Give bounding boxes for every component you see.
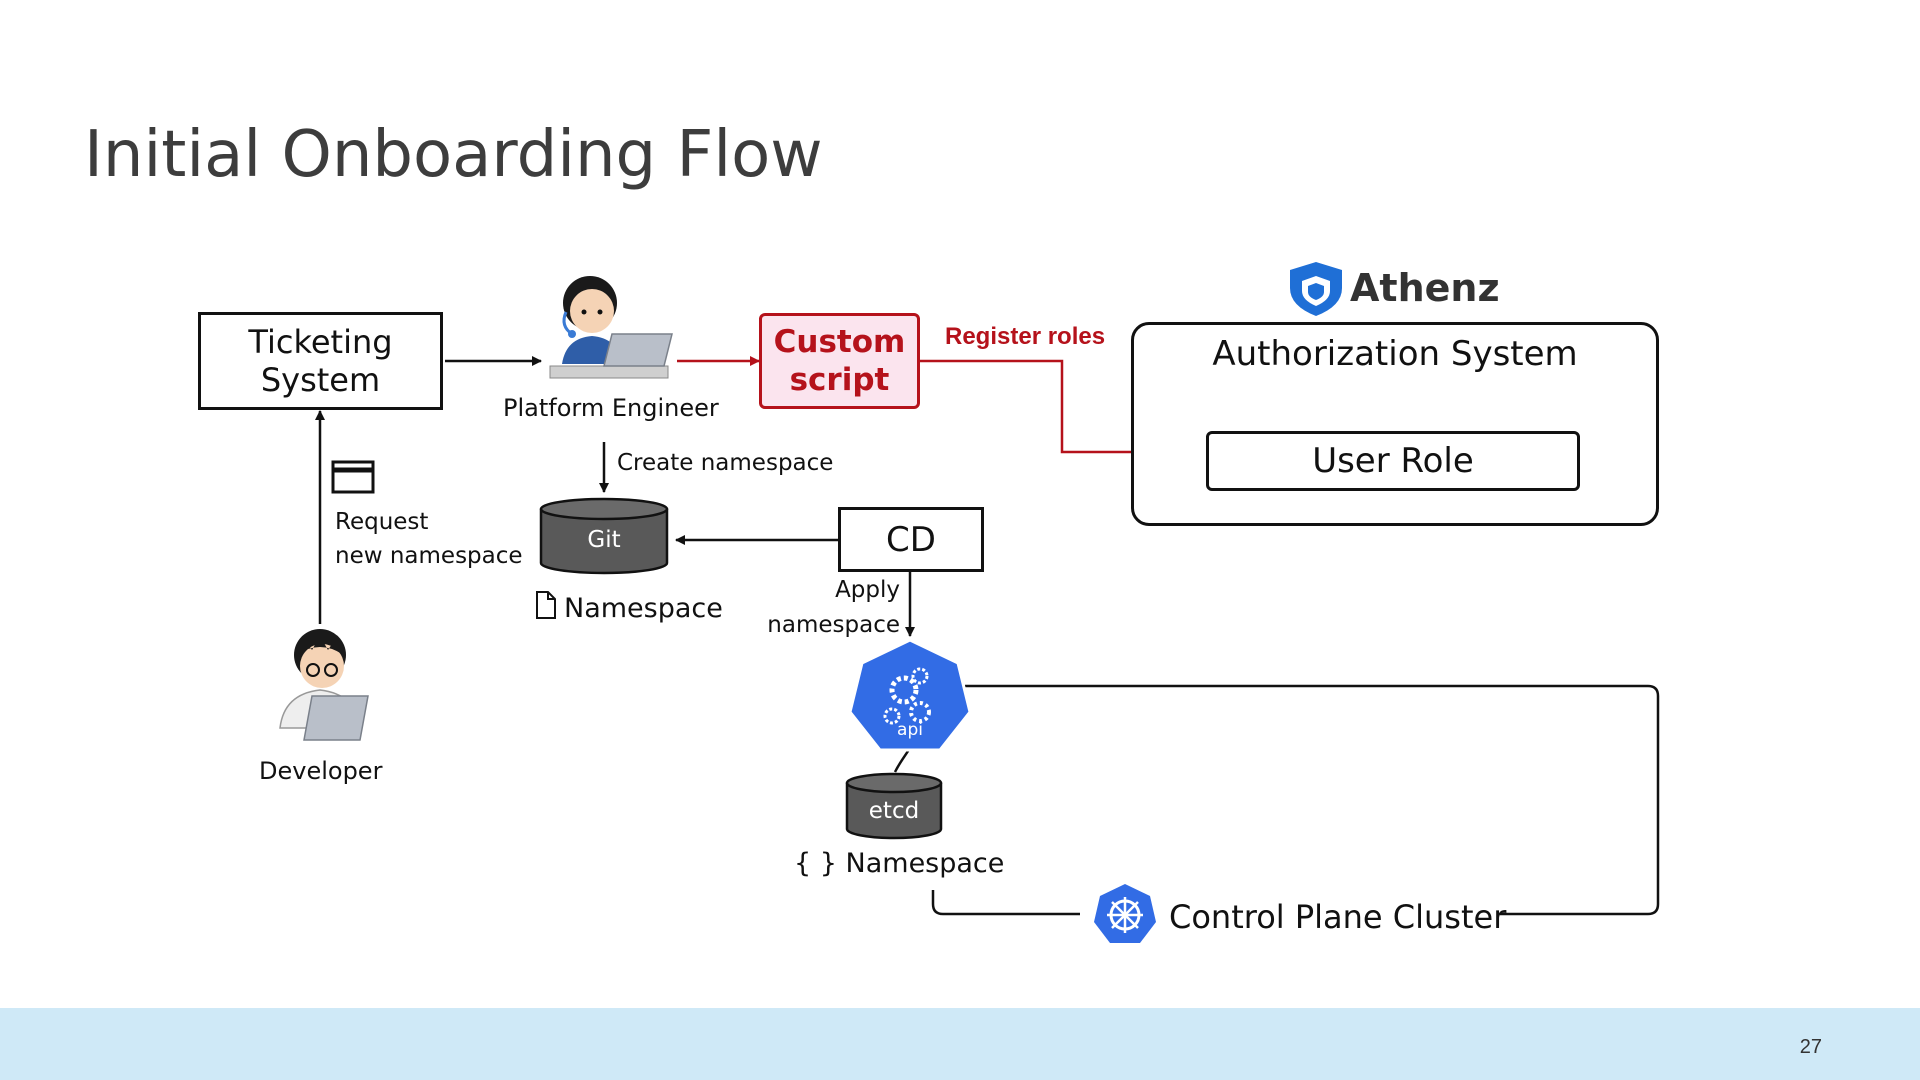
custom-script-box: Custom script (759, 313, 920, 409)
custom-script-label-line1: Custom (773, 324, 906, 360)
apply-label-line2: namespace (767, 612, 900, 638)
developer-avatar (279, 629, 369, 741)
ticketing-label-line2: System (260, 361, 381, 399)
git-label: Git (587, 527, 621, 553)
page-number: 27 (1799, 1036, 1822, 1058)
document-icon (536, 591, 556, 619)
request-label-line2: new namespace (335, 543, 523, 569)
register-roles-label: Register roles (945, 323, 1106, 350)
apply-label-line1: Apply (835, 577, 900, 603)
git-file-label: Namespace (564, 593, 723, 624)
cd-label: CD (886, 519, 936, 560)
git-cylinder (539, 497, 669, 575)
developer-label: Developer (259, 757, 383, 785)
page-title: Initial Onboarding Flow (84, 118, 823, 192)
etcd-cylinder (845, 772, 943, 840)
connector-api-etcd (893, 747, 912, 773)
footer-bar (0, 1008, 1920, 1080)
kubernetes-wheel-icon (1094, 884, 1156, 943)
api-label: api (897, 720, 923, 740)
ticketing-label-line1: Ticketing (248, 323, 393, 361)
user-role-label: User Role (1312, 441, 1474, 481)
cd-box: CD (838, 507, 984, 572)
custom-script-label-line2: script (789, 362, 890, 398)
etcd-label: etcd (868, 798, 920, 824)
authorization-system-label: Authorization System (1212, 334, 1578, 374)
browser-window-icon (331, 460, 375, 494)
platform-engineer-avatar (549, 276, 673, 379)
ticketing-system-box: Ticketing System (198, 312, 443, 410)
etcd-namespace-label: { } Namespace (794, 848, 1005, 879)
user-role-box: User Role (1206, 431, 1580, 491)
request-label-line1: Request (335, 509, 429, 535)
create-namespace-label: Create namespace (617, 450, 834, 476)
control-plane-boundary (931, 684, 1660, 916)
athenz-shield-icon (1290, 262, 1342, 316)
kubernetes-api-icon (848, 638, 972, 752)
authorization-system-box (1131, 322, 1659, 526)
athenz-logo-text: Athenz (1350, 266, 1500, 310)
control-plane-label: Control Plane Cluster (1169, 898, 1507, 936)
platform-engineer-label: Platform Engineer (503, 394, 719, 422)
